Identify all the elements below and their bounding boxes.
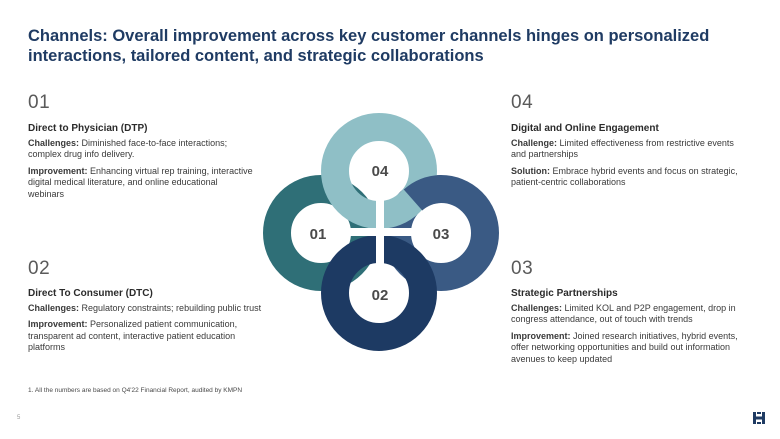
improvement-label: Improvement: xyxy=(28,319,88,329)
challenge-label: Challenges: xyxy=(28,137,80,148)
company-logo-icon xyxy=(753,412,765,424)
quadrant-01-heading: Direct to Physician (DTP) xyxy=(28,123,148,134)
quadrant-03-challenge: Challenges: Limited KOL and P2P engageme… xyxy=(511,303,746,326)
quadrant-04-heading: Digital and Online Engagement xyxy=(511,123,659,134)
improvement-label: Improvement: xyxy=(511,330,571,341)
quadrant-02-number: 02 xyxy=(28,258,51,279)
diagram-label-03: 03 xyxy=(433,226,450,243)
quadrant-04-text: Digital and Online Engagement Challenge:… xyxy=(511,123,746,194)
diagram-label-02: 02 xyxy=(372,287,389,304)
quadrant-01-text: Direct to Physician (DTP) Challenges: Di… xyxy=(28,123,253,205)
quadrant-03-heading: Strategic Partnerships xyxy=(511,288,618,299)
quadrant-02-heading: Direct To Consumer (DTC) xyxy=(28,288,153,299)
diagram-label-01: 01 xyxy=(310,226,327,243)
quadrant-01-improvement: Improvement: Enhancing virtual rep train… xyxy=(28,166,253,201)
challenge-label: Challenge: xyxy=(511,137,558,148)
ring-02 xyxy=(321,235,437,351)
quadrant-04-number: 04 xyxy=(511,92,534,113)
challenge-text: Diminished face-to-face interactions; co… xyxy=(28,137,228,160)
improvement-text: Enhancing virtual rep training, interact… xyxy=(28,165,253,199)
improvement-label: Improvement: xyxy=(28,165,88,176)
challenge-text: Limited KOL and P2P engagement, drop in … xyxy=(511,302,736,325)
quadrant-04-challenge: Challenge: Limited effectiveness from re… xyxy=(511,138,746,161)
quadrant-04-improvement: Solution: Embrace hybrid events and focu… xyxy=(511,166,746,189)
quadrant-02-improvement: Improvement: Personalized patient commun… xyxy=(28,319,268,354)
quadrant-01-challenge: Challenges: Diminished face-to-face inte… xyxy=(28,138,253,161)
quadrant-02-text: Direct To Consumer (DTC) Challenges: Reg… xyxy=(28,288,268,359)
quadrant-02-challenge: Challenges: Regulatory constraints; rebu… xyxy=(28,303,268,315)
challenge-label: Challenges: xyxy=(28,302,80,313)
improvement-text: Personalized patient communication, tran… xyxy=(28,319,238,352)
challenge-text: Regulatory constraints; rebuilding publi… xyxy=(79,302,262,313)
quadrant-01-number: 01 xyxy=(28,92,51,113)
quadrant-03-text: Strategic Partnerships Challenges: Limit… xyxy=(511,288,746,370)
diagram-label-04: 04 xyxy=(372,163,389,180)
ring-03-overlap xyxy=(403,175,443,211)
challenge-label: Challenges: xyxy=(511,302,563,313)
improvement-text: Joined research initiatives, hybrid even… xyxy=(511,330,738,364)
footnote: 1. All the numbers are based on Q4'22 Fi… xyxy=(28,387,243,394)
challenge-text: Limited effectiveness from restrictive e… xyxy=(511,137,734,160)
page-number: 5 xyxy=(17,415,21,421)
quadrant-03-improvement: Improvement: Joined research initiatives… xyxy=(511,331,746,366)
page-title: Channels: Overall improvement across key… xyxy=(28,27,710,65)
ring-01 xyxy=(263,175,379,291)
ring-04 xyxy=(321,113,437,229)
solution-label: Solution: xyxy=(511,165,550,176)
solution-text: Embrace hybrid events and focus on strat… xyxy=(511,165,738,188)
quadrant-03-number: 03 xyxy=(511,258,534,279)
